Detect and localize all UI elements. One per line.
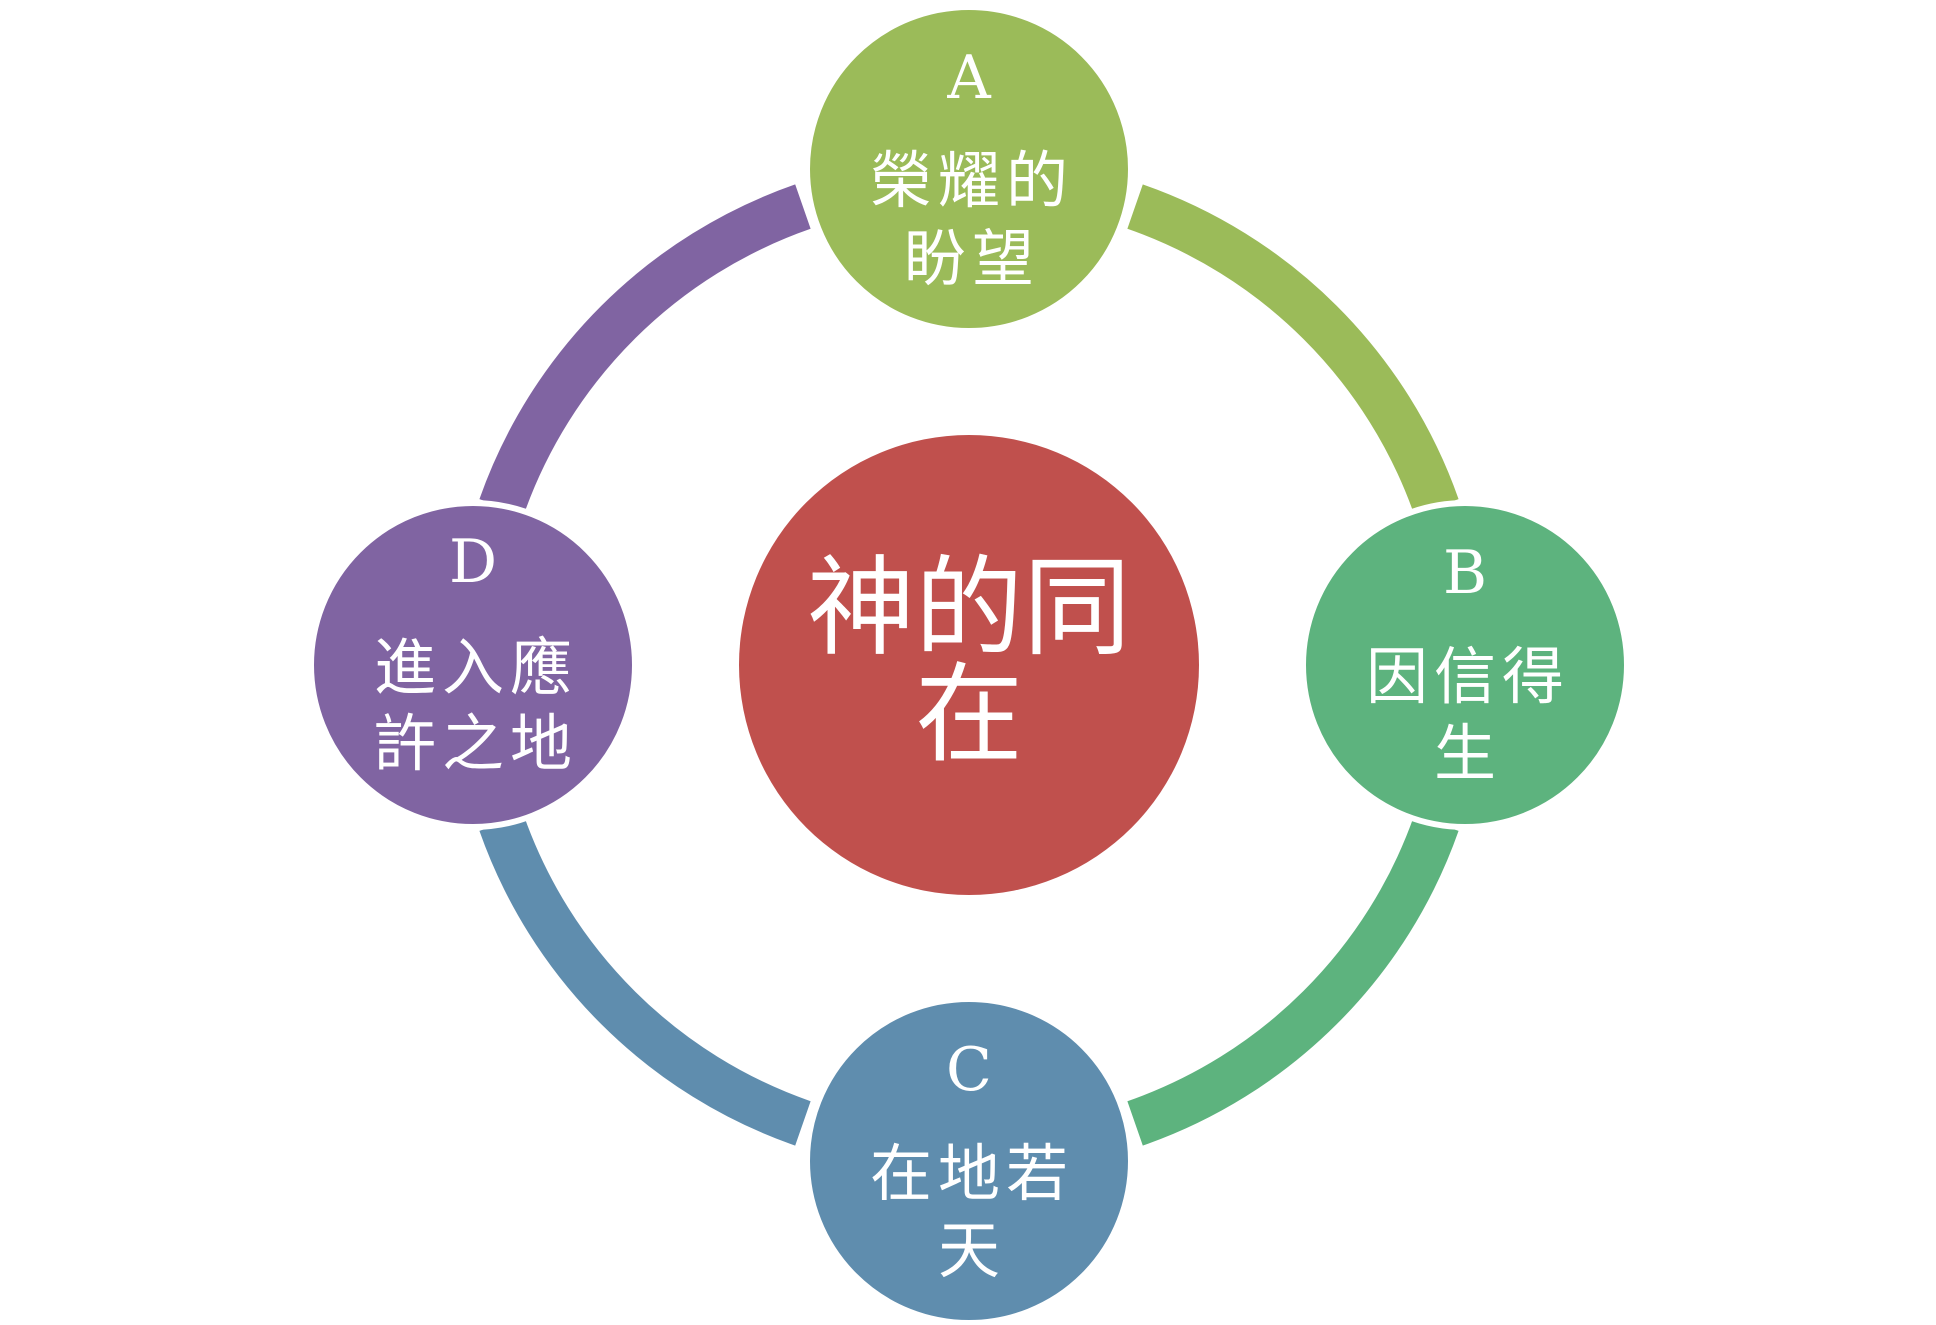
arc-b-to-c (1127, 815, 1459, 1146)
node-b-letter: B (1443, 538, 1487, 608)
arc-a-to-b (1127, 184, 1459, 515)
node-b: B 因信得 生 (1300, 500, 1630, 830)
node-c-letter: C (946, 1035, 992, 1105)
node-a-label-line2: 盼望 (904, 222, 1040, 295)
center-label-line1: 神的同 (807, 546, 1131, 671)
node-d-circle (308, 500, 638, 830)
node-b-circle (1300, 500, 1630, 830)
node-a-label-line1: 榮耀的 (870, 144, 1074, 217)
center-label-line2: 在 (915, 653, 1023, 778)
node-c-label-line2: 天 (938, 1214, 1006, 1287)
center-node: 神的同 在 (739, 435, 1199, 895)
node-d-label-line1: 進入應 (374, 631, 578, 704)
node-d: D 進入應 許之地 (308, 500, 638, 830)
node-b-label-line1: 因信得 (1366, 640, 1570, 713)
node-d-label-line2: 許之地 (374, 707, 578, 780)
node-b-label-line2: 生 (1434, 717, 1502, 790)
node-c-circle (804, 996, 1134, 1325)
node-c-label-line1: 在地若 (870, 1137, 1074, 1210)
node-a-circle (804, 4, 1134, 334)
node-c: C 在地若 天 (804, 996, 1134, 1325)
arc-d-to-a (479, 184, 811, 515)
node-a-letter: A (946, 43, 991, 113)
arc-c-to-d (479, 815, 811, 1146)
center-circle (739, 435, 1199, 895)
node-a: A 榮耀的 盼望 (804, 4, 1134, 334)
node-d-letter: D (449, 527, 497, 597)
